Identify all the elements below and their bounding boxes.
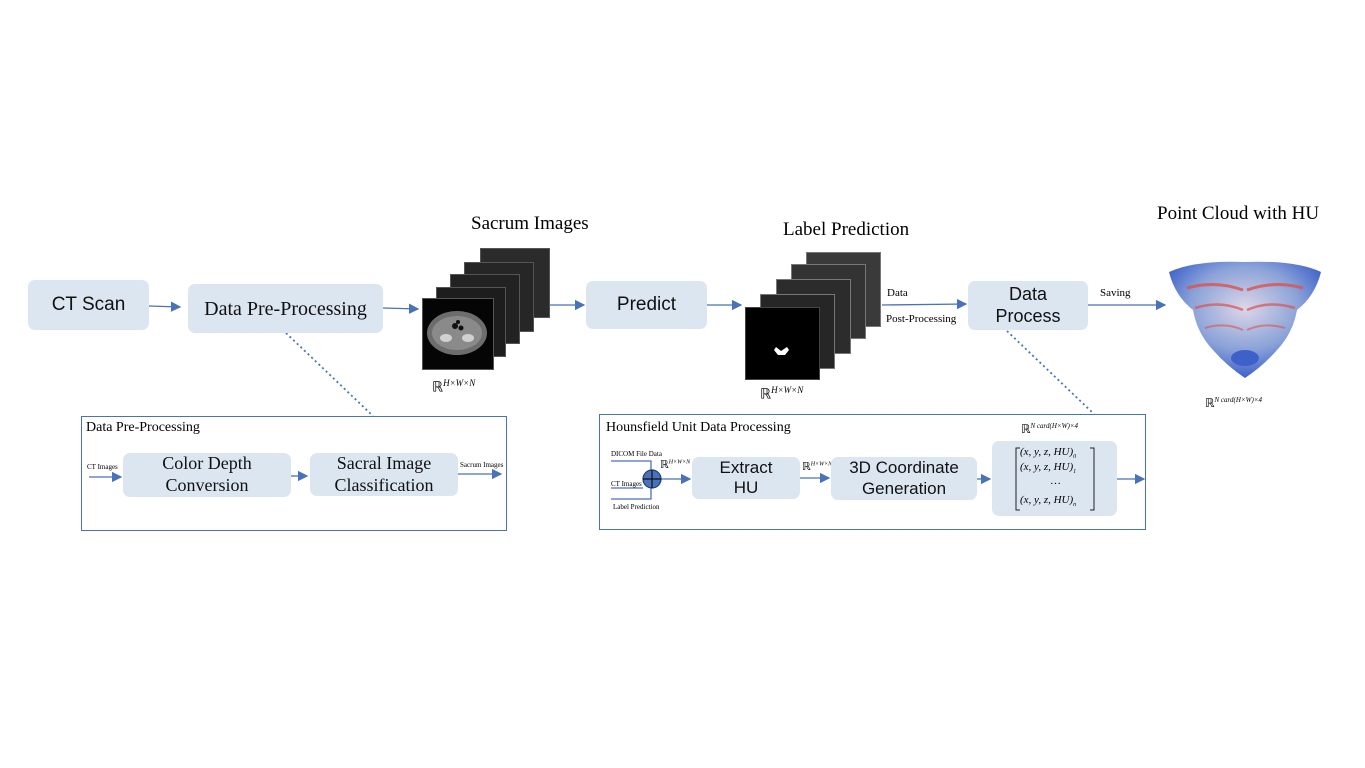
preprocessing-output-label: Sacrum Images (460, 461, 504, 469)
predict-box[interactable]: Predict (586, 281, 707, 329)
label-dims: ℝH×W×N (760, 385, 804, 403)
matrix-row-2: (x, y, z, HU)1 (1020, 461, 1077, 476)
edge-label-post-processing: Post-Processing (886, 313, 957, 325)
line-label-input (611, 488, 652, 500)
hu-matrix-dims: ℝN card(H×W)×4 (1021, 422, 1079, 436)
edge-label-data: Data (887, 287, 908, 299)
edge-label-saving: Saving (1100, 287, 1131, 299)
data-process-box[interactable]: Data Process (968, 281, 1088, 330)
sacral-classification-line1: Sacral Image (336, 452, 432, 473)
hu-input-ct-label: CT Images (611, 480, 642, 488)
color-depth-line1: Color Depth (162, 453, 252, 474)
ct-slice-image (427, 311, 487, 355)
extract-hu-box[interactable]: Extract HU (692, 457, 800, 499)
color-depth-conversion-box[interactable]: Color Depth Conversion (123, 453, 291, 497)
label-prediction-title: Label Prediction (783, 219, 910, 240)
coord-line2: Generation (861, 478, 947, 498)
preprocessing-input-label: CT Images (87, 463, 118, 471)
dotted-link-preproc (285, 332, 374, 417)
hu-panel-title: Hounsfield Unit Data Processing (606, 420, 791, 435)
point-cloud-title: Point Cloud with HU (1157, 203, 1320, 224)
ct-scan-box[interactable]: CT Scan (28, 280, 149, 330)
data-preprocessing-box[interactable]: Data Pre-Processing (188, 284, 383, 333)
hu-dims-a: ℝH×W×N (660, 459, 691, 471)
hu-input-dicom-label: DICOM File Data (611, 450, 662, 458)
extract-hu-line2: HU (733, 478, 759, 497)
sacral-classification-line2: Classification (334, 474, 434, 495)
matrix-row-4: (x, y, z, HU)n (1020, 494, 1077, 509)
arrow-preproc-to-sacrum (382, 303, 420, 314)
point-cloud-image (1169, 261, 1321, 378)
sum-node (642, 469, 662, 489)
preprocessing-panel-title: Data Pre-Processing (86, 420, 200, 435)
arrow-ct-to-preproc (148, 301, 182, 312)
extract-hu-line1: Extract (719, 457, 773, 477)
label-mask-image (774, 347, 789, 355)
preprocessing-panel (81, 416, 507, 531)
coord-line1: 3D Coordinate (849, 458, 959, 478)
data-process-line1: Data (1008, 283, 1048, 304)
sacral-image-classification-box[interactable]: Sacral Image Classification (310, 453, 458, 496)
point-matrix-box (992, 441, 1117, 516)
line-dicom-input (611, 460, 652, 470)
sacrum-dims: ℝH×W×N (432, 378, 476, 396)
data-process-line2: Process (995, 305, 1061, 326)
matrix-row-1: (x, y, z, HU)0 (1020, 446, 1077, 461)
matrix-row-3: … (1050, 475, 1061, 487)
sacrum-images-title: Sacrum Images (471, 213, 589, 234)
color-depth-line2: Conversion (165, 475, 249, 495)
3d-coordinate-generation-box[interactable]: 3D Coordinate Generation (831, 457, 977, 500)
point-cloud-dims: ℝN card(H×W)×4 (1205, 396, 1263, 410)
arrow-label-to-dataprocess (881, 298, 968, 310)
dotted-link-dataprocess (1006, 330, 1095, 415)
matrix-brackets (1015, 447, 1095, 511)
hu-input-label-label: Label Prediction (613, 503, 660, 511)
hu-dims-b: ℝH×W×N (802, 461, 833, 473)
hu-processing-panel (599, 414, 1146, 530)
